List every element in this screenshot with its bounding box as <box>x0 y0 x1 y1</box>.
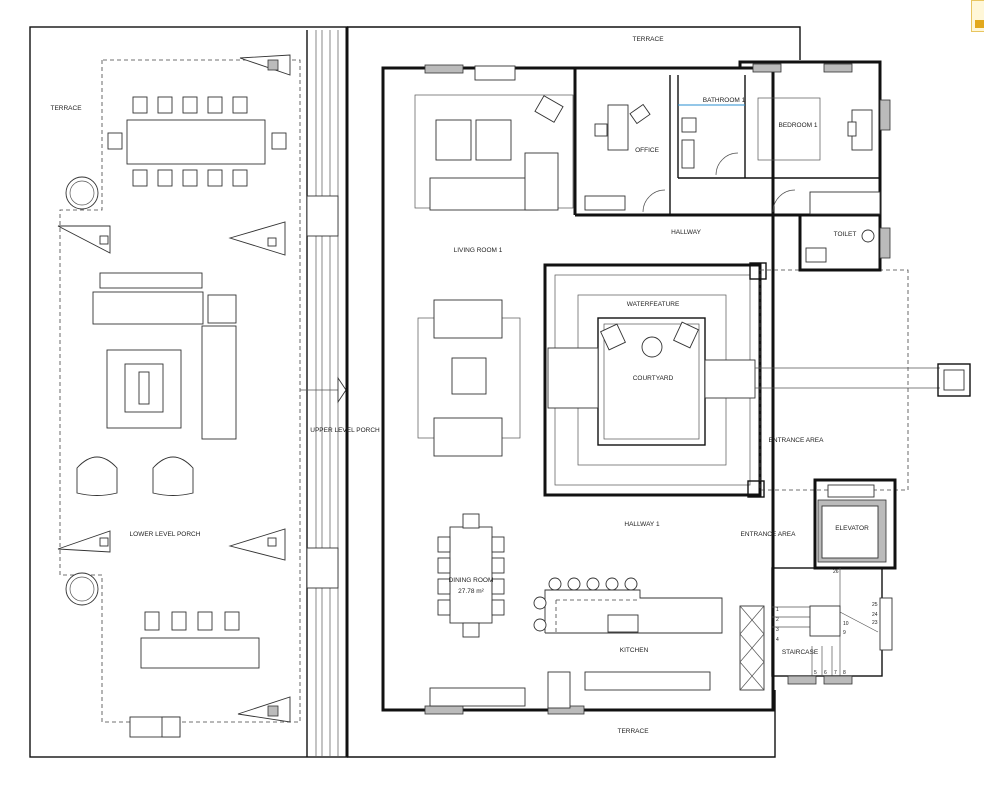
label-staircase: STAIRCASE <box>782 649 819 656</box>
label-waterfeature: WATERFEATURE <box>627 301 680 308</box>
label-hallway-1: HALLWAY 1 <box>624 521 660 528</box>
label-entrance-area: ENTRANCE AREA <box>741 531 797 538</box>
room-labels: TERRACE TERRACE TERRACE LIVING ROOM 1 OF… <box>50 36 869 735</box>
stair-number: 10 <box>843 621 849 627</box>
label-toilet: TOILET <box>834 231 857 238</box>
label-dining-area: 27.78 m² <box>458 588 484 595</box>
corner-badge-icon <box>971 0 984 32</box>
label-terrace-bottom: TERRACE <box>617 728 649 735</box>
stair-number: 7 <box>834 670 837 676</box>
label-lower-porch: LOWER LEVEL PORCH <box>130 531 201 538</box>
stair-number: 6 <box>824 670 827 676</box>
label-entrance-area: ENTRANCE AREA <box>769 437 825 444</box>
stair-number: 8 <box>843 670 846 676</box>
stair-number: 1 <box>776 607 779 613</box>
label-dining-room: DINING ROOM <box>449 577 494 584</box>
stair-number: 5 <box>814 670 817 676</box>
label-terrace-top: TERRACE <box>632 36 664 43</box>
upper-porch-strip <box>300 30 347 757</box>
stair-number: 23 <box>872 620 878 626</box>
label-terrace-left: TERRACE <box>50 105 82 112</box>
label-kitchen: KITCHEN <box>620 647 649 654</box>
stair-number: 24 <box>872 612 878 618</box>
stair-number: 3 <box>776 627 779 633</box>
lower-level-porch-area <box>29 26 348 758</box>
label-living-room: LIVING ROOM 1 <box>454 247 503 254</box>
label-hallway: HALLWAY <box>671 229 702 236</box>
stair-number: 9 <box>843 630 846 636</box>
stair-numbers: 1 2 3 4 5 6 7 8 9 10 23 24 25 26 <box>776 569 878 676</box>
bedroom-wing <box>573 60 891 272</box>
label-office: OFFICE <box>635 147 659 154</box>
stair-number: 26 <box>833 569 839 575</box>
main-building <box>345 26 971 758</box>
stair-number: 4 <box>776 637 779 643</box>
label-bedroom: BEDROOM 1 <box>778 122 817 129</box>
label-courtyard: COURTYARD <box>633 375 674 382</box>
core <box>771 478 897 685</box>
label-bathroom: BATHROOM 1 <box>703 97 746 104</box>
stair-number: 25 <box>872 602 878 608</box>
stair-number: 2 <box>776 617 779 623</box>
label-elevator: ELEVATOR <box>835 525 869 532</box>
label-upper-porch: UPPER LEVEL PORCH <box>310 427 380 434</box>
